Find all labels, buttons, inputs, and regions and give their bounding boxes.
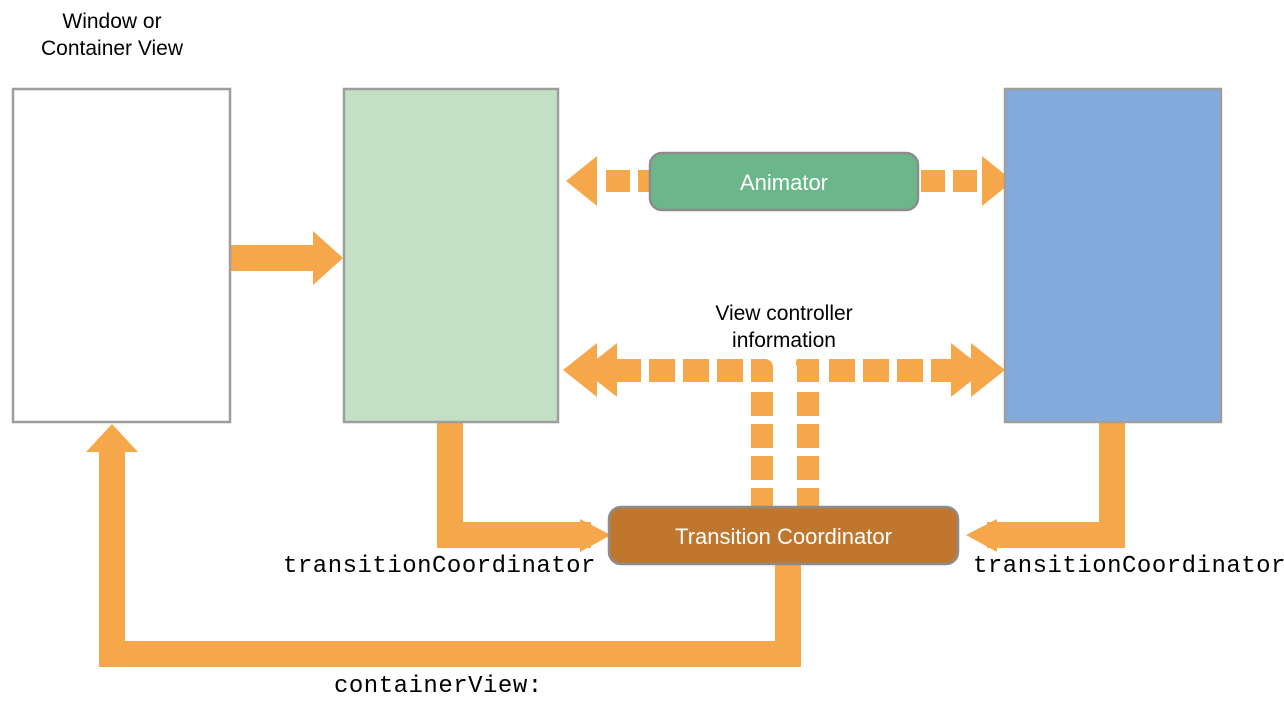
to-view-controller-box[interactable] bbox=[1003, 87, 1223, 424]
animator-to-green-dashed-arrow bbox=[566, 156, 662, 206]
green-to-coordinator-elbow bbox=[437, 423, 611, 552]
container-view-label: containerView: bbox=[334, 673, 543, 700]
container-to-green-arrow bbox=[231, 231, 343, 285]
view-controller-information-caption: View controller information bbox=[715, 302, 853, 352]
from-view-controller-box[interactable] bbox=[342, 87, 560, 424]
coordinator-to-container-elbow bbox=[86, 424, 801, 667]
animator-node[interactable] bbox=[648, 151, 920, 212]
window-or-container-view-caption: Window or Container View bbox=[40, 10, 184, 60]
transition-coordinator-node[interactable] bbox=[607, 505, 960, 566]
transition-coordinator-label-left: transitionCoordinator bbox=[283, 553, 596, 580]
blue-to-coordinator-elbow bbox=[966, 423, 1125, 552]
animator-to-blue-dashed-arrow bbox=[921, 156, 1013, 206]
window-container-view-box[interactable] bbox=[11, 87, 232, 424]
transition-coordinator-label-right: transitionCoordinator bbox=[973, 553, 1284, 580]
view-controller-info-dashed-bus bbox=[563, 343, 1005, 508]
